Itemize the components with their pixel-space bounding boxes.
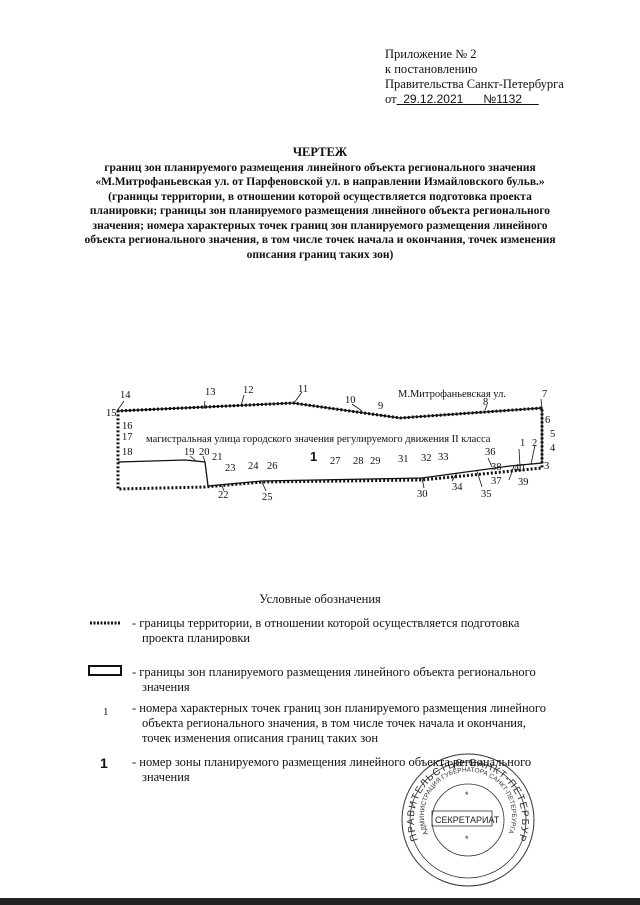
point-label: 5 [550,429,555,440]
point-label: 3 [544,461,549,472]
point-label: 8 [483,397,488,408]
legend-text: - номер зоны планируемого размещения лин… [132,755,532,769]
point-label: 35 [481,489,492,500]
legend-text: - номера характерных точек границ зон пл… [132,701,546,715]
point-label: 21 [212,452,223,463]
point-label: 34 [452,482,463,493]
point-label: 11 [298,384,308,395]
point-label: 2 [532,438,537,449]
title-line-6: объекта регионального значения, в том чи… [84,234,556,246]
appendix-line-2: к постановлению [385,62,478,76]
zone-boundary [116,402,543,487]
leader-lines [116,391,543,492]
zone-number: 1 [310,449,317,464]
point-label: 25 [262,492,273,503]
legend-text: точек изменения описания границ таких зо… [142,731,379,745]
title-line-7: описания границ таких зон) [246,248,394,261]
appendix-line-3: Правительства Санкт-Петербурга [385,77,564,91]
legend-item-territory: - границы территории, в отношении которо… [132,616,519,646]
stamp-star: * [465,790,469,800]
legend-zone-symbol [88,665,122,676]
legend-text: объекта регионального значения, в том чи… [142,716,526,730]
point-label: 20 [199,447,210,458]
legend-zone-number-symbol: 1 [100,755,108,771]
point-label: 23 [225,463,236,474]
appendix-block: Приложение № 2 к постановлению Правитель… [385,47,564,107]
point-label: 10 [345,395,356,406]
point-label: 15 [106,408,117,419]
legend-text: - границы зон планируемого размещения ли… [132,665,536,679]
scan-edge-bar [0,898,640,905]
legend-text: значения [142,770,190,784]
legend-item-zone-number: - номер зоны планируемого размещения лин… [132,755,531,785]
title-line-4: планировки; границы зон планируемого раз… [89,205,551,217]
point-label: 13 [205,387,216,398]
point-label: 30 [417,489,428,500]
from-label: от [385,92,397,106]
point-label: 38 [491,462,502,473]
point-label: 1 [520,438,525,449]
title-line-2: «М.Митрофаньевская ул. от Парфеновской у… [95,176,545,188]
point-label: 32 [421,453,432,464]
point-label: 4 [550,443,556,454]
legend-item-points: - номера характерных точек границ зон пл… [132,701,546,746]
point-labels: 1 2 3 4 5 6 7 8 9 10 11 12 13 14 15 16 1… [106,384,556,503]
point-label: 31 [398,454,409,465]
stamp-center-text: СЕКРЕТАРИАТ [435,815,500,825]
point-label: 7 [542,389,547,400]
legend-point-symbol: 1 [103,706,109,718]
stamp-star: * [465,834,469,844]
point-label: 6 [545,415,550,426]
point-label: 16 [122,421,133,432]
point-label: 22 [218,490,229,501]
appendix-date-line: от 29.12.2021 №1132 [385,92,564,107]
appendix-date: 29.12.2021 №1132 [397,92,539,106]
legend-text: проекта планировки [142,631,251,645]
point-label: 19 [184,447,195,458]
legend-text: значения [142,680,190,694]
point-label: 27 [330,456,341,467]
point-label: 9 [378,401,383,412]
appendix-line-1: Приложение № 2 [385,47,477,61]
document-title: ЧЕРТЕЖ границ зон планируемого размещени… [40,145,600,262]
title-line-3: (границы территории, в отношении которой… [108,190,532,203]
legend-text: - границы территории, в отношении которо… [132,616,520,630]
road-label: магистральная улица городского значения … [146,434,491,445]
point-label: 12 [243,385,254,396]
point-label: 39 [518,477,529,488]
point-label: 37 [491,476,502,487]
point-label: 14 [120,390,131,401]
legend-item-zone: - границы зон планируемого размещения ли… [132,665,536,695]
point-label: 18 [122,447,133,458]
date-value: 29.12.2021 [403,92,464,106]
point-label: 33 [438,452,449,463]
street-label: М.Митрофаньевская ул. [398,389,506,400]
point-label: 36 [485,447,496,458]
point-label: 26 [267,461,278,472]
number-value: 1132 [496,92,522,106]
title-line-1: границ зон планируемого размещения линей… [104,161,536,174]
point-label: 17 [122,432,133,443]
number-label: № [483,92,497,106]
title-heading: ЧЕРТЕЖ [292,145,348,159]
point-label: 24 [248,461,259,472]
point-label: 40 [514,463,525,474]
point-label: 29 [370,456,381,467]
point-label: 28 [353,456,364,467]
legend-title: Условные обозначения [259,592,381,606]
title-line-5: значения; номера характерных точек грани… [92,219,548,232]
